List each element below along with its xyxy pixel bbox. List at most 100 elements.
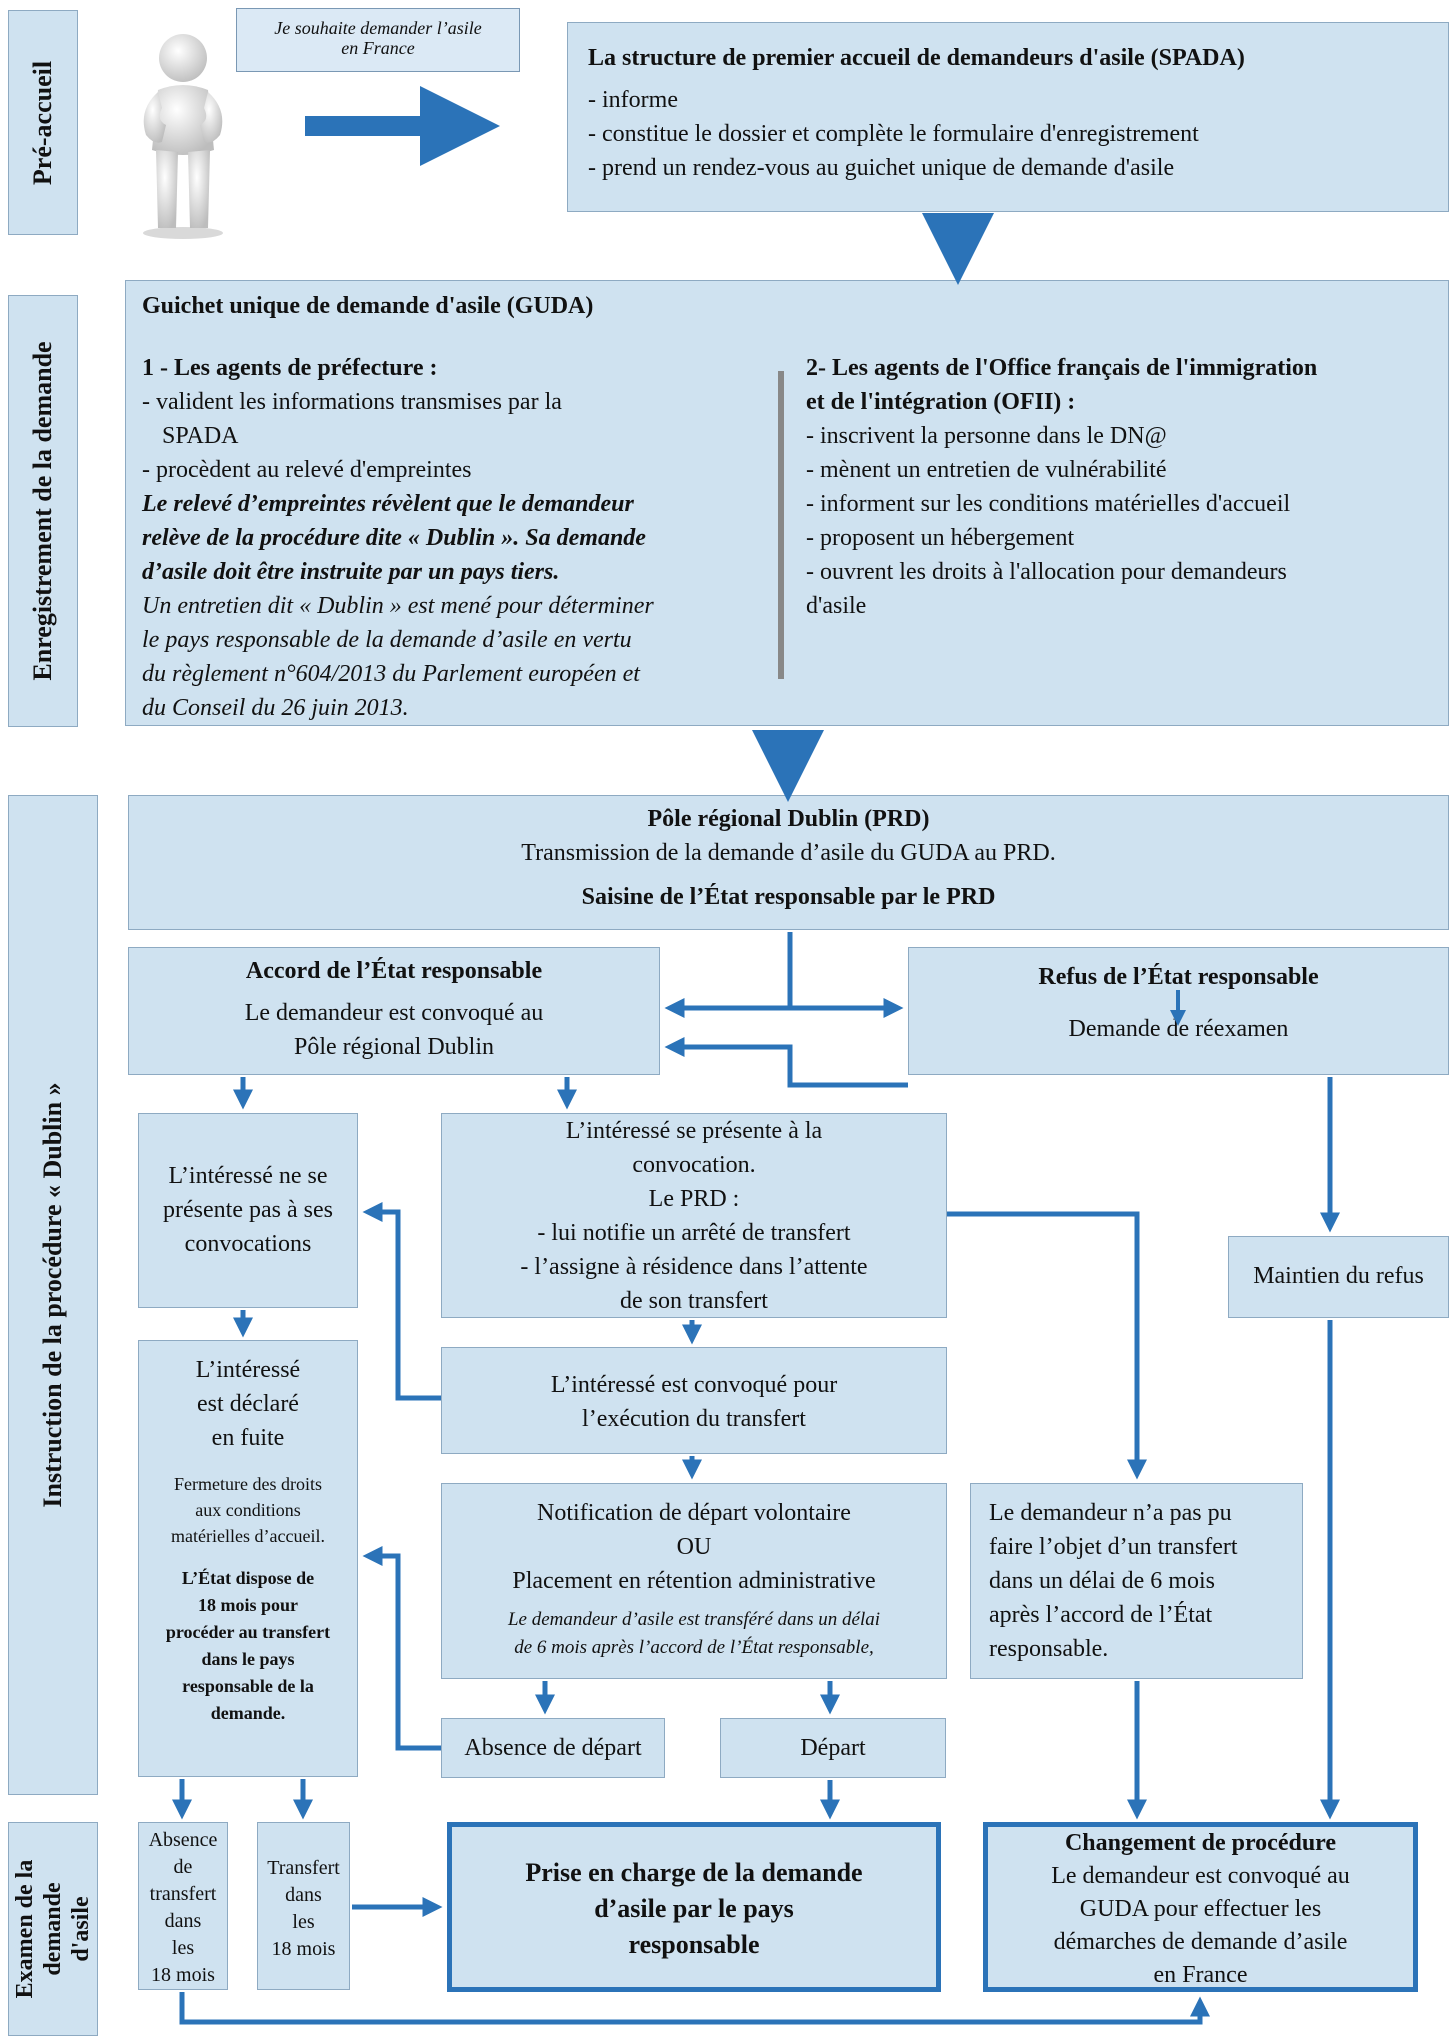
box-line: Le demandeur n’a pas pu bbox=[989, 1500, 1232, 1526]
guda-left-item: - procèdent au relevé d'empreintes bbox=[142, 457, 472, 483]
execution-box: L’intéressé est convoqué pour l’exécutio… bbox=[441, 1347, 947, 1454]
box-line: les bbox=[171, 1937, 195, 1959]
guda-box: Guichet unique de demande d'asile (GUDA)… bbox=[125, 280, 1449, 726]
box-line: L’intéressé se présente à la bbox=[565, 1118, 823, 1144]
presente-box: L’intéressé se présente à la convocation… bbox=[441, 1113, 947, 1318]
guda-left-bold: Le relevé d’empreintes révèlent que le d… bbox=[142, 491, 634, 517]
box-line: matérielles d’accueil. bbox=[171, 1526, 325, 1546]
depart-box: Départ bbox=[720, 1718, 946, 1778]
box-line: après l’accord de l’État bbox=[989, 1602, 1213, 1628]
box-line: responsable. bbox=[989, 1636, 1109, 1662]
prd-title: Pôle régional Dublin (PRD) bbox=[647, 806, 930, 832]
accord-title: Accord de l’État responsable bbox=[245, 958, 543, 984]
box-line: présente pas à ses bbox=[163, 1197, 333, 1223]
box-line: Transfert bbox=[267, 1857, 340, 1879]
side-label-enregistrement: Enregistrement de la demande bbox=[8, 295, 78, 727]
box-line: responsable bbox=[628, 1930, 760, 1959]
guda-right-title: 2- Les agents de l'Office français de l'… bbox=[806, 355, 1318, 381]
guda-left-bold: relève de la procédure dite « Dublin ». … bbox=[142, 525, 646, 551]
side-label-instruction: Instruction de la procédure « Dublin » bbox=[8, 795, 98, 1795]
maintien-refus-box: Maintien du refus bbox=[1228, 1236, 1449, 1318]
box-line: L’intéressé est convoqué pour bbox=[550, 1372, 838, 1398]
absence-transfert-box: Absence de transfert dans les 18 mois bbox=[138, 1822, 228, 1990]
guda-right-item: - informent sur les conditions matériell… bbox=[806, 491, 1291, 517]
box-line: en fuite bbox=[211, 1425, 285, 1451]
speech-bubble-line: Je souhaite demander l’asile bbox=[274, 18, 482, 38]
box-line: dans bbox=[164, 1910, 202, 1932]
box-line: en France bbox=[1153, 1962, 1248, 1988]
accord-box: Accord de l’État responsable Le demandeu… bbox=[128, 947, 660, 1075]
accord-line: Pôle régional Dublin bbox=[294, 1034, 494, 1060]
person-figure-illustration bbox=[143, 34, 223, 239]
box-line: dans bbox=[285, 1884, 322, 1906]
box-line: - lui notifie un arrêté de transfert bbox=[537, 1220, 851, 1246]
box-line: Prise en charge de la demande bbox=[525, 1858, 863, 1887]
guda-right-item: - mènent un entretien de vulnérabilité bbox=[806, 457, 1167, 483]
box-line: de bbox=[173, 1856, 193, 1878]
box-line: convocation. bbox=[632, 1152, 756, 1178]
box-line: responsable de la bbox=[182, 1676, 314, 1696]
box-line: 18 mois bbox=[271, 1938, 336, 1960]
guda-title: Guichet unique de demande d'asile (GUDA) bbox=[142, 293, 594, 319]
box-line: Le demandeur d’asile est transféré dans … bbox=[507, 1609, 881, 1630]
box-line: L’intéressé ne se bbox=[168, 1163, 328, 1189]
side-label-pre-accueil: Pré-accueil bbox=[8, 10, 78, 235]
fuite-box: L’intéressé est déclaré en fuite Fermetu… bbox=[138, 1340, 358, 1777]
guda-right-item: - ouvrent les droits à l'allocation pour… bbox=[806, 559, 1287, 585]
spada-item: - prend un rendez-vous au guichet unique… bbox=[588, 155, 1175, 181]
guda-left-title: 1 - Les agents de préfecture : bbox=[142, 355, 438, 381]
box-line: Placement en rétention administrative bbox=[512, 1568, 876, 1594]
box-line: faire l’objet d’un transfert bbox=[989, 1534, 1238, 1560]
arrow-reexamen-to-accord bbox=[664, 1037, 908, 1088]
guda-divider bbox=[778, 371, 784, 679]
transfert-18-box: Transfert dans les 18 mois bbox=[257, 1822, 350, 1990]
box-line: de son transfert bbox=[620, 1288, 768, 1314]
notification-box: Notification de départ volontaire OU Pla… bbox=[441, 1483, 947, 1679]
guda-right-item: - proposent un hébergement bbox=[806, 525, 1075, 551]
guda-right-title: et de l'intégration (OFII) : bbox=[806, 389, 1076, 415]
changement-title: Changement de procédure bbox=[1064, 1830, 1337, 1856]
guda-left-italic: du règlement n°604/2013 du Parlement eur… bbox=[142, 661, 640, 687]
box-line: transfert bbox=[149, 1883, 217, 1905]
absence-depart-box: Absence de départ bbox=[441, 1718, 665, 1778]
box-line: procéder au transfert bbox=[165, 1622, 331, 1642]
box-line: - l’assigne à résidence dans l’attente bbox=[520, 1254, 868, 1280]
guda-right-item: d'asile bbox=[806, 593, 867, 619]
box-line: OU bbox=[676, 1534, 712, 1560]
refus-title: Refus de l’État responsable bbox=[1038, 964, 1319, 990]
box-line: L’intéressé bbox=[195, 1357, 301, 1383]
prd-box: Pôle régional Dublin (PRD) Transmission … bbox=[128, 795, 1449, 930]
box-line: dans le pays bbox=[201, 1649, 295, 1669]
spada-box: La structure de premier accueil de deman… bbox=[567, 22, 1449, 212]
box-line: Absence bbox=[148, 1829, 218, 1851]
box-line: 18 mois pour bbox=[197, 1595, 298, 1615]
box-line: Absence de départ bbox=[464, 1735, 642, 1761]
guda-right-item: - inscrivent la personne dans le DN@ bbox=[806, 423, 1167, 449]
guda-left-item: - valident les informations transmises p… bbox=[142, 389, 562, 415]
box-line: Maintien du refus bbox=[1253, 1263, 1424, 1289]
prise-en-charge-box: Prise en charge de la demande d’asile pa… bbox=[447, 1822, 941, 1992]
prd-saisine: Saisine de l’État responsable par le PRD bbox=[581, 884, 996, 910]
pas-transfert-box: Le demandeur n’a pas pu faire l’objet d’… bbox=[970, 1483, 1303, 1679]
changement-procedure-box: Changement de procédure Le demandeur est… bbox=[983, 1822, 1418, 1992]
box-line: les bbox=[292, 1911, 315, 1933]
box-line: demande. bbox=[210, 1703, 286, 1723]
guda-left-item: SPADA bbox=[162, 423, 239, 449]
spada-title: La structure de premier accueil de deman… bbox=[588, 45, 1245, 71]
box-line: l’exécution du transfert bbox=[582, 1406, 806, 1432]
guda-left-column: 1 - Les agents de préfecture : - validen… bbox=[142, 351, 802, 725]
side-label-examen: Examen de la demande d'asile bbox=[8, 1822, 98, 2036]
guda-right-column: 2- Les agents de l'Office français de l'… bbox=[806, 351, 1446, 623]
spada-item: - constitue le dossier et complète le fo… bbox=[588, 121, 1199, 147]
box-line: Le demandeur est convoqué au bbox=[1051, 1863, 1350, 1889]
box-line: aux conditions bbox=[195, 1500, 301, 1520]
box-line: Départ bbox=[800, 1735, 866, 1761]
arrow-absence-transfert-to-changement bbox=[179, 1992, 1210, 2025]
box-line: est déclaré bbox=[197, 1391, 299, 1417]
box-line: Notification de départ volontaire bbox=[537, 1500, 851, 1526]
box-line: 18 mois bbox=[151, 1964, 215, 1986]
guda-left-italic: Un entretien dit « Dublin » est mené pou… bbox=[142, 593, 654, 619]
box-line: GUDA pour effectuer les bbox=[1079, 1896, 1322, 1922]
box-line: Fermeture des droits bbox=[174, 1474, 322, 1494]
